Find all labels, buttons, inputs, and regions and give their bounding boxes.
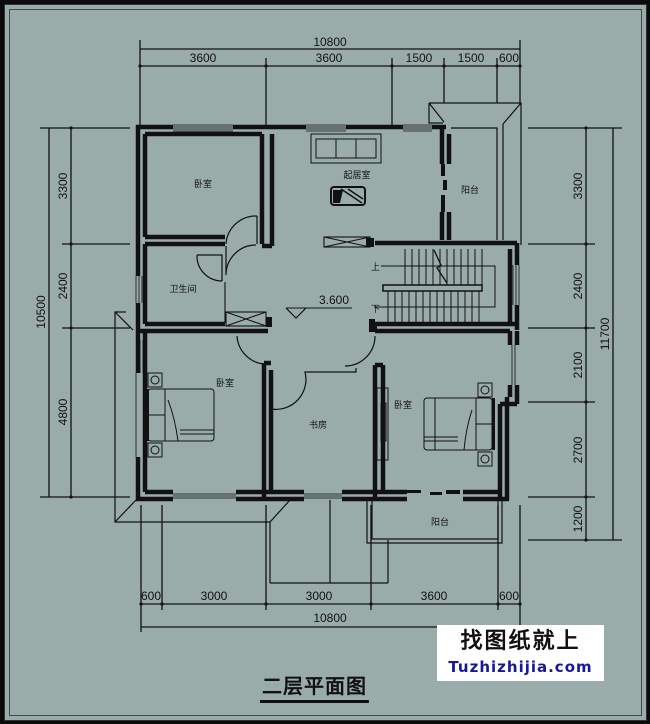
stair-down-label: 下 <box>371 305 380 315</box>
dim-bottom-2: 3000 <box>201 589 228 603</box>
sw-eave-outline <box>114 311 389 584</box>
dim-top-4: 1500 <box>458 51 485 65</box>
windows <box>135 124 520 499</box>
tv-icon <box>330 186 366 206</box>
dim-top-3: 1500 <box>406 51 433 65</box>
dim-top-total: 10800 <box>313 35 347 49</box>
dim-right-4: 2700 <box>571 436 585 463</box>
dim-bottom-4: 3600 <box>421 589 448 603</box>
dim-bottom-1: 600 <box>141 589 161 603</box>
bed-se-icon <box>376 382 493 467</box>
room-label-balcony-ne: 阳台 <box>461 184 479 196</box>
doors <box>196 215 376 410</box>
dim-right-2: 2400 <box>571 272 585 299</box>
room-label-study: 书房 <box>309 419 327 431</box>
staircase <box>374 249 496 324</box>
dim-right-5: 1200 <box>571 505 585 532</box>
balcony-door <box>407 164 460 495</box>
dim-left-3: 4800 <box>56 398 70 425</box>
drawing-frame <box>4 4 647 721</box>
room-label-balcony-s: 阳台 <box>431 516 449 528</box>
room-label-living: 起居室 <box>343 169 370 181</box>
dim-bottom-3: 3000 <box>306 589 333 603</box>
watermark: 找图纸就上 Tuzhizhijia.com <box>437 625 604 681</box>
elevation-marker <box>285 307 352 319</box>
balcony-s-outline <box>366 500 503 544</box>
dim-left-total: 10500 <box>34 295 48 329</box>
bed-sw-icon <box>147 372 215 458</box>
balcony-ne-outline <box>428 102 522 245</box>
dim-right-total: 11700 <box>598 317 612 350</box>
dim-top-5: 600 <box>499 51 519 65</box>
walls <box>135 124 520 502</box>
dim-right-1: 3300 <box>571 172 585 199</box>
dim-left-2: 2400 <box>56 272 70 299</box>
dim-bottom-5: 600 <box>499 589 519 603</box>
bathroom-fixtures <box>224 236 371 327</box>
stair-up-label: 上 <box>371 262 380 273</box>
elevation-label: 3.600 <box>319 293 349 307</box>
dim-bottom-total: 10800 <box>313 611 347 625</box>
dim-top-2: 3600 <box>316 51 343 65</box>
dim-left-1: 3300 <box>56 172 70 199</box>
room-label-bathroom: 卫生间 <box>169 283 196 295</box>
dim-right-3: 2100 <box>571 351 585 378</box>
room-label-bedroom-nw: 卧室 <box>194 178 212 190</box>
sofa-icon <box>310 133 382 164</box>
room-label-bedroom-se: 卧室 <box>394 399 412 411</box>
drawing-title: 二层平面图 <box>260 670 369 703</box>
watermark-cn: 找图纸就上 <box>460 629 581 654</box>
inner-border <box>9 9 642 716</box>
watermark-url: Tuzhizhijia.com <box>448 658 593 676</box>
room-label-bedroom-sw: 卧室 <box>216 377 234 389</box>
dim-top-1: 3600 <box>190 51 217 65</box>
